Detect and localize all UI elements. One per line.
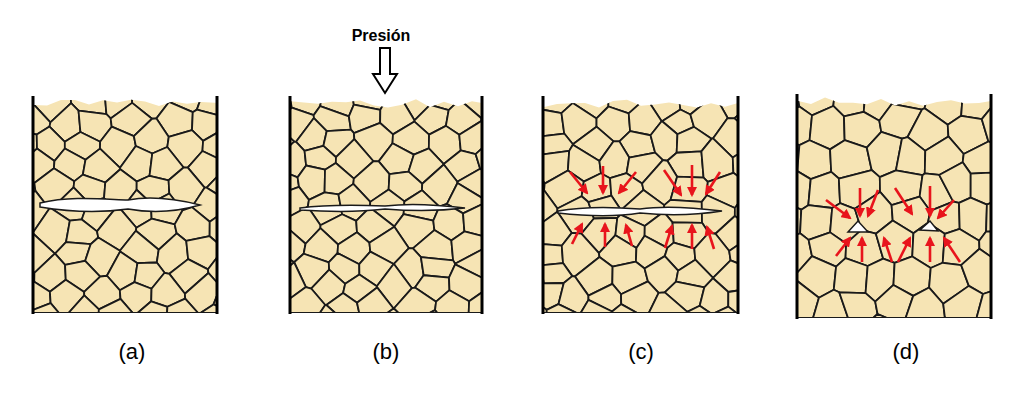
pressure-label: Presión <box>352 27 411 45</box>
grain-panel <box>797 93 991 318</box>
grain <box>906 288 945 318</box>
grain <box>977 291 991 318</box>
grain <box>687 306 710 313</box>
force-arrow <box>619 172 636 193</box>
force-arrow <box>691 225 694 249</box>
grain <box>99 299 133 313</box>
container-wall <box>990 94 993 319</box>
force-arrow <box>859 188 862 216</box>
pressure-arrow <box>373 48 397 93</box>
panel-label: (c) <box>628 340 654 364</box>
grain <box>66 219 98 244</box>
force-arrow <box>691 165 694 195</box>
container-wall <box>542 96 545 314</box>
force-arrow <box>664 170 681 195</box>
force-arrow <box>604 224 607 247</box>
grain <box>706 95 723 102</box>
grain <box>459 121 482 154</box>
container-wall <box>32 96 35 314</box>
grain <box>715 307 737 313</box>
grain <box>873 314 887 318</box>
grain <box>607 94 609 96</box>
grain <box>163 95 171 99</box>
grain <box>386 95 406 99</box>
grain <box>429 310 437 313</box>
force-arrow <box>898 238 910 262</box>
grain <box>612 304 637 313</box>
grain <box>33 303 59 313</box>
force-arrow <box>570 172 587 193</box>
grain <box>644 95 649 97</box>
force-arrow <box>602 166 605 193</box>
grain <box>649 292 687 313</box>
grain-panel <box>290 95 482 313</box>
grain <box>167 299 198 313</box>
force-arrow <box>884 238 892 262</box>
grain <box>131 94 134 96</box>
force-arrow <box>944 238 960 262</box>
grain <box>357 287 394 313</box>
grain <box>834 258 868 293</box>
grain <box>200 304 217 313</box>
force-arrow <box>895 188 912 214</box>
pore <box>40 198 200 211</box>
force-arrow <box>929 186 932 216</box>
grain <box>435 290 469 313</box>
panel-label: (b) <box>373 340 400 364</box>
force-arrow <box>572 224 582 244</box>
container-wall <box>737 96 740 314</box>
grain <box>138 301 168 313</box>
grain <box>808 172 840 208</box>
grain <box>320 305 335 313</box>
force-arrow <box>706 172 720 194</box>
grain <box>68 295 98 313</box>
pore <box>558 207 722 215</box>
container-wall <box>481 96 484 314</box>
container-wall <box>289 96 292 314</box>
force-arrow <box>861 238 864 262</box>
grain <box>459 95 461 96</box>
container-wall <box>796 94 799 319</box>
panel-label: (d) <box>893 340 920 364</box>
grain-panel <box>543 95 738 313</box>
grain-panel <box>33 95 217 313</box>
pore <box>300 205 465 212</box>
grain <box>394 288 436 313</box>
grain <box>944 316 946 318</box>
force-arrow <box>707 227 714 249</box>
grain <box>547 304 577 313</box>
container-wall <box>216 96 219 314</box>
force-arrow <box>929 238 932 262</box>
force-arrow <box>665 226 672 248</box>
grain <box>905 317 907 319</box>
grain <box>939 162 971 203</box>
force-arrow <box>826 200 850 218</box>
force-arrow <box>626 225 632 246</box>
grain <box>543 244 563 265</box>
pore <box>920 221 938 231</box>
force-arrow <box>868 190 878 216</box>
pore <box>848 221 868 232</box>
grain <box>69 95 72 96</box>
grain <box>896 137 925 175</box>
force-arrow <box>836 238 850 256</box>
grain <box>469 292 482 313</box>
grain <box>387 308 398 313</box>
force-arrow <box>938 200 954 218</box>
panel-label: (a) <box>119 340 146 364</box>
grain <box>290 287 325 313</box>
grain <box>876 220 914 262</box>
grain <box>839 292 877 318</box>
grain <box>581 300 612 313</box>
